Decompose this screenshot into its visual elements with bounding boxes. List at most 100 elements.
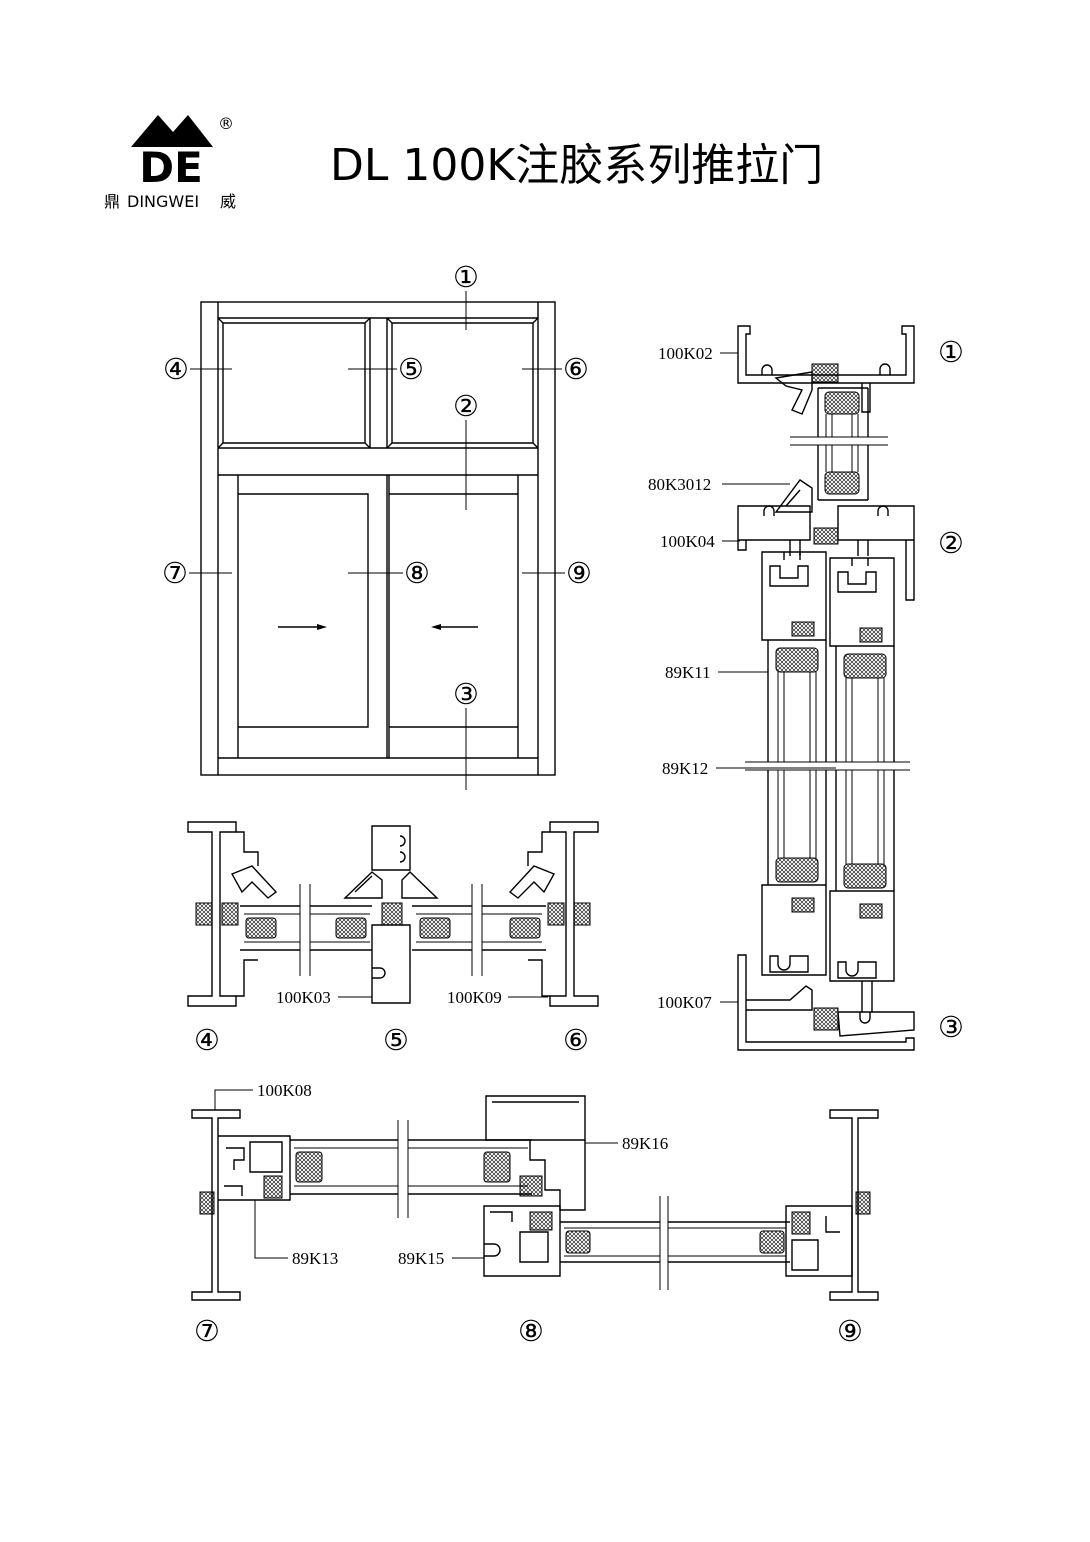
callout-2: ② — [938, 526, 964, 560]
elevation-leader-lines — [189, 291, 565, 790]
glass-edge — [560, 1221, 790, 1263]
sash-groove — [769, 552, 809, 587]
jamb-outline — [829, 1109, 879, 1301]
sill-hook — [859, 981, 873, 1024]
glass-sealant — [759, 1230, 785, 1254]
callout-4: ④ — [194, 1023, 220, 1057]
horizontal-section-lower — [191, 1089, 879, 1301]
outer-frame — [200, 301, 556, 776]
transom-box-left — [737, 505, 811, 541]
page-title: DL 100K注胶系列推拉门 — [330, 140, 823, 191]
glass-sealant — [335, 917, 367, 939]
sash-stiles — [835, 646, 895, 891]
sash-roller-groove — [769, 955, 809, 973]
profile-89K16-interlock — [485, 1095, 586, 1211]
transom-box-right — [837, 505, 915, 541]
glass-channel — [817, 387, 869, 501]
mullion-top-box — [371, 825, 411, 871]
transom-legs — [737, 540, 915, 601]
callout-8: ⑧ — [518, 1314, 544, 1348]
vertical-section-leader-lines — [716, 352, 836, 1003]
glass-unit-fixed — [290, 1139, 532, 1195]
glass-sealant — [245, 917, 277, 939]
gasket — [813, 1007, 839, 1031]
head-tongue — [861, 383, 871, 413]
gasket — [529, 1211, 553, 1231]
gasket — [859, 627, 883, 643]
label-89K15: 89K15 — [398, 1249, 444, 1268]
gasket — [791, 897, 815, 913]
right-sliding-sash — [388, 475, 519, 758]
sill-track — [746, 985, 813, 1011]
sash-chamber — [791, 1216, 840, 1271]
glass-unit-sliding — [560, 1221, 790, 1263]
glass-pane — [564, 1227, 786, 1257]
break-line — [299, 884, 311, 976]
gasket — [811, 363, 839, 383]
interlock-leg — [529, 1140, 586, 1211]
sash-chamber — [249, 1141, 283, 1173]
glazing-bead — [343, 871, 383, 899]
logo-brand-left: 鼎 — [104, 192, 120, 211]
sash-stile — [236, 831, 259, 997]
brand-logo: DE ® 鼎 DINGWEI 威 — [104, 114, 236, 211]
arrowhead-right-icon — [317, 624, 327, 630]
sill-drain-lip — [837, 1011, 915, 1037]
transom-hooks — [763, 505, 889, 516]
sash-bottom-rail — [829, 890, 895, 982]
gasket — [791, 1211, 811, 1235]
callout-9: ⑨ — [837, 1314, 863, 1348]
glazing-bead — [774, 371, 813, 415]
label-100K04: 100K04 — [660, 532, 715, 551]
callout-7: ⑦ — [194, 1314, 220, 1348]
callout-7: ⑦ — [162, 556, 188, 590]
callout-4: ④ — [163, 352, 189, 386]
glass-pane — [845, 678, 885, 864]
sash-stile — [527, 831, 550, 997]
glass-edge — [240, 905, 372, 951]
glazing-bead — [231, 865, 278, 899]
gasket — [855, 1191, 871, 1215]
logo-brand-name: DINGWEI — [127, 192, 199, 211]
callout-5: ⑤ — [383, 1023, 409, 1057]
horizontal-section-upper — [187, 821, 599, 1007]
gasket — [859, 903, 883, 919]
profile-100K02-head-track — [737, 325, 915, 415]
break-line — [790, 436, 888, 446]
label-89K11: 89K11 — [665, 663, 711, 682]
glass-pane — [244, 913, 370, 943]
label-80K3012: 80K3012 — [648, 475, 711, 494]
sash-bottom-rail — [761, 884, 827, 976]
sash-outline — [218, 1135, 291, 1201]
top-right-lite — [386, 317, 539, 449]
profile-100K07-sill — [737, 954, 915, 1051]
profile-89K11-sash — [761, 551, 827, 976]
gasket — [791, 621, 815, 637]
label-89K12: 89K12 — [662, 759, 708, 778]
glass-unit-right — [412, 905, 546, 951]
gasket — [547, 902, 565, 926]
profile-89K12-sash — [829, 557, 895, 982]
sash-chamber — [519, 1231, 549, 1263]
callout-3: ③ — [453, 677, 479, 711]
gasket — [573, 902, 591, 926]
arrowhead-left-icon — [431, 624, 441, 630]
sash-roller-groove — [837, 961, 877, 979]
sash-notch — [484, 1211, 513, 1257]
gasket — [199, 1191, 215, 1215]
break-line — [471, 884, 483, 976]
interlock-box — [485, 1095, 586, 1141]
jamb-outline — [191, 1109, 241, 1301]
label-100K07: 100K07 — [657, 993, 712, 1012]
glass-sealant — [775, 647, 819, 673]
sash-stiles — [767, 640, 827, 885]
frame-inner-lines — [217, 302, 539, 775]
sash-groove — [224, 1147, 245, 1196]
elevation-callouts: ① ④ ⑤ ⑥ ② ⑦ ⑧ ⑨ ③ — [162, 260, 592, 711]
glass-sealant — [565, 1230, 591, 1254]
glass-unit-left — [240, 905, 372, 951]
upper-section-annotations: 100K03 100K09 ④ ⑤ ⑥ — [194, 988, 589, 1057]
profile-100K08-jamb-right — [829, 1109, 879, 1301]
glass-pane — [294, 1147, 528, 1187]
profile-100K08-jamb-left — [191, 1109, 241, 1301]
